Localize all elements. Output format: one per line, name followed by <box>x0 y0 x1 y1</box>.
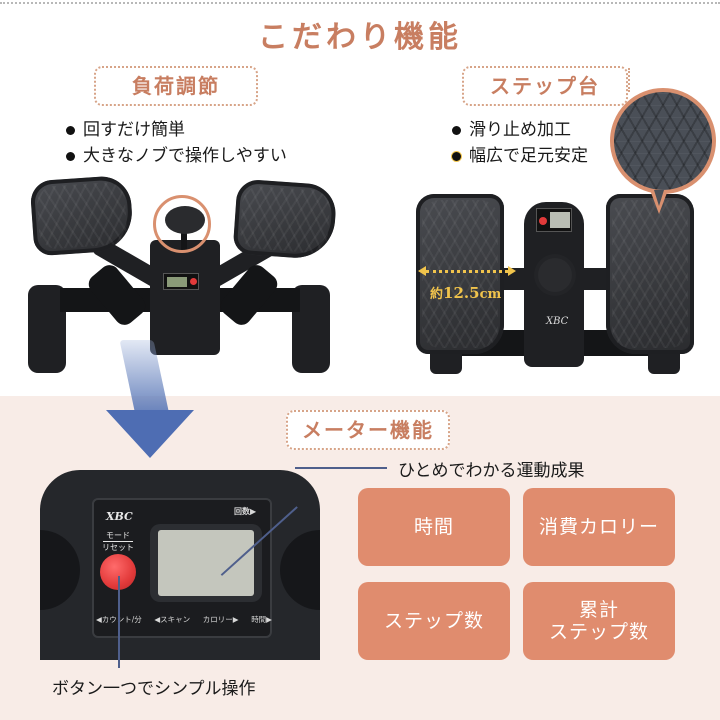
mini-meter-display <box>536 208 572 232</box>
meter-count-label: 回数▶ <box>234 507 257 516</box>
caption-simple-operation: ボタン一つでシンプル操作 <box>52 679 256 699</box>
top-dotted-border <box>0 2 720 4</box>
meter-side-cutout <box>280 530 320 610</box>
width-measure-arrow <box>418 266 516 276</box>
meter-side-cutout <box>40 530 80 610</box>
down-arrow-icon <box>106 410 194 458</box>
zoom-callout-pointer-inner <box>654 190 664 206</box>
brand-logo-small: XBC <box>546 316 569 327</box>
step-feature-list: 滑り止め加工 幅広で足元安定 <box>452 117 588 169</box>
caption-results: ひとめでわかる運動成果 <box>398 461 585 481</box>
label-connector-dots <box>628 68 630 92</box>
stepper-product-image-right: XBC <box>410 190 710 380</box>
feature-tile-time: 時間 <box>358 488 510 566</box>
adjust-knob <box>538 258 572 292</box>
stepper-leg <box>28 285 66 373</box>
list-item: 回すだけ簡単 <box>66 117 287 143</box>
meter-brand-logo: XBC <box>106 510 133 523</box>
section-label-step: ステップ台 <box>462 66 628 106</box>
mini-meter-display <box>163 273 199 290</box>
callout-line-screen-h <box>295 467 387 469</box>
knob-highlight-circle <box>153 195 211 253</box>
feature-tile-steps: ステップ数 <box>358 582 510 660</box>
pedal-texture-zoom-circle <box>610 88 716 194</box>
bullet-icon <box>66 151 75 161</box>
load-feature-list: 回すだけ簡単 大きなノブで操作しやすい <box>66 117 287 169</box>
step-pedal-right <box>606 194 694 354</box>
meter-mode-labels: ◀カウント/分 ◀スキャン カロリー▶ 時間▶ <box>96 615 272 624</box>
feature-tile-calories: 消費カロリー <box>523 488 675 566</box>
bullet-icon <box>66 125 75 135</box>
step-pedal-right <box>232 178 338 261</box>
page-title: こだわり機能 <box>258 20 462 55</box>
step-pedal-left <box>29 174 135 257</box>
bullet-icon <box>452 125 461 135</box>
callout-line-button <box>118 576 120 668</box>
list-item: 幅広で足元安定 <box>452 143 588 169</box>
bullet-icon <box>452 151 461 161</box>
meter-closeup: XBC モード リセット 回数▶ ◀カウント/分 ◀スキャン カロリー▶ 時間▶ <box>40 470 320 660</box>
list-item: 滑り止め加工 <box>452 117 588 143</box>
section-label-meter: メーター機能 <box>286 410 450 450</box>
width-measure-label: 約12.5cm <box>430 284 502 302</box>
meter-lcd-screen <box>158 530 254 596</box>
step-pedal-left <box>416 194 504 354</box>
section-label-load: 負荷調節 <box>94 66 258 106</box>
meter-mode-label: モード リセット <box>102 531 134 552</box>
stepper-product-image-left <box>20 170 350 390</box>
feature-tile-total-steps: 累計 ステップ数 <box>523 582 675 660</box>
list-item: 大きなノブで操作しやすい <box>66 143 287 169</box>
stepper-center-column <box>150 240 220 355</box>
